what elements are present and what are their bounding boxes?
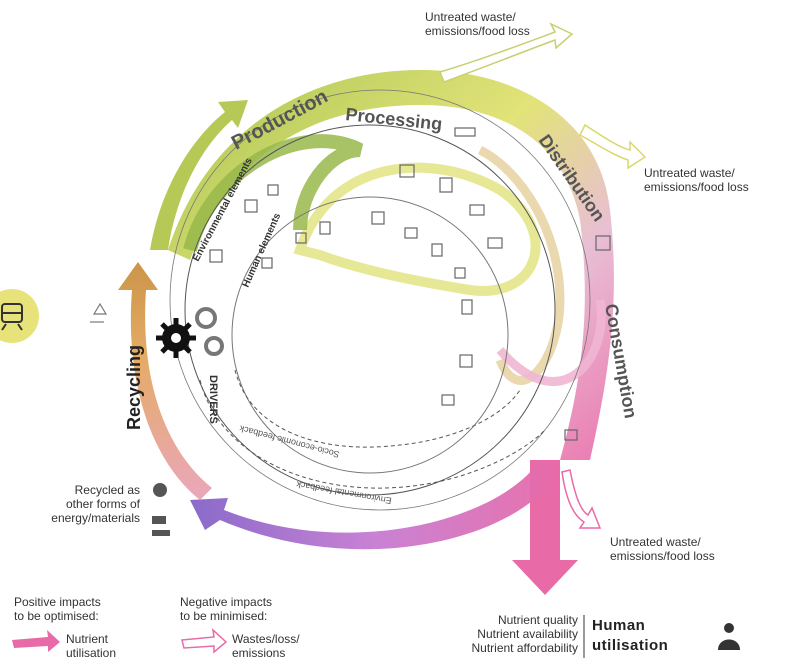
socio-economic-feedback-arc	[234, 369, 521, 448]
recycling-label: Recycling	[124, 345, 144, 430]
processing-label: Processing	[345, 104, 444, 134]
production-inner-swirl	[183, 134, 364, 252]
human-elements-label: Human elements	[241, 211, 284, 289]
recycling-top-arc	[150, 100, 248, 250]
recycle-icon	[90, 302, 108, 323]
recycled-icons	[152, 483, 170, 536]
waste-label-right: Untreated waste/emissions/food loss	[644, 166, 749, 194]
gear-icon	[156, 318, 196, 358]
human-arrow	[512, 460, 578, 595]
recycling-left-arc	[118, 262, 212, 500]
legend-positive-arrow	[12, 630, 60, 652]
waste-arrow-top	[438, 22, 574, 83]
recycling-arc	[190, 460, 560, 550]
legend-negative-item: Wastes/loss/emissions	[232, 632, 300, 660]
building-icon	[209, 127, 611, 441]
environmental-feedback-label: Environmental feedback	[295, 479, 392, 506]
outer-circle	[169, 89, 591, 511]
processing-loop	[293, 162, 541, 296]
waste-label-top: Untreated waste/emissions/food loss	[425, 10, 530, 38]
train-icon	[0, 289, 39, 343]
distribution-loop	[477, 145, 565, 385]
waste-label-bottom: Untreated waste/emissions/food loss	[610, 535, 715, 563]
legend-negative-arrow	[181, 628, 228, 654]
socio-economic-feedback-label: Socio-economic feedback	[238, 423, 341, 459]
gear-icon	[195, 307, 224, 356]
inner-circle	[231, 196, 509, 474]
drivers-label: DRIVERS	[207, 375, 219, 424]
waste-arrow-right	[579, 123, 647, 170]
waste-arrow-bottom	[561, 469, 602, 529]
person-icon	[718, 623, 740, 650]
middle-circle	[184, 124, 556, 496]
environmental-feedback-arc	[199, 379, 546, 489]
human-utilisation-items: Nutrient quality Nutrient availability N…	[471, 613, 579, 655]
